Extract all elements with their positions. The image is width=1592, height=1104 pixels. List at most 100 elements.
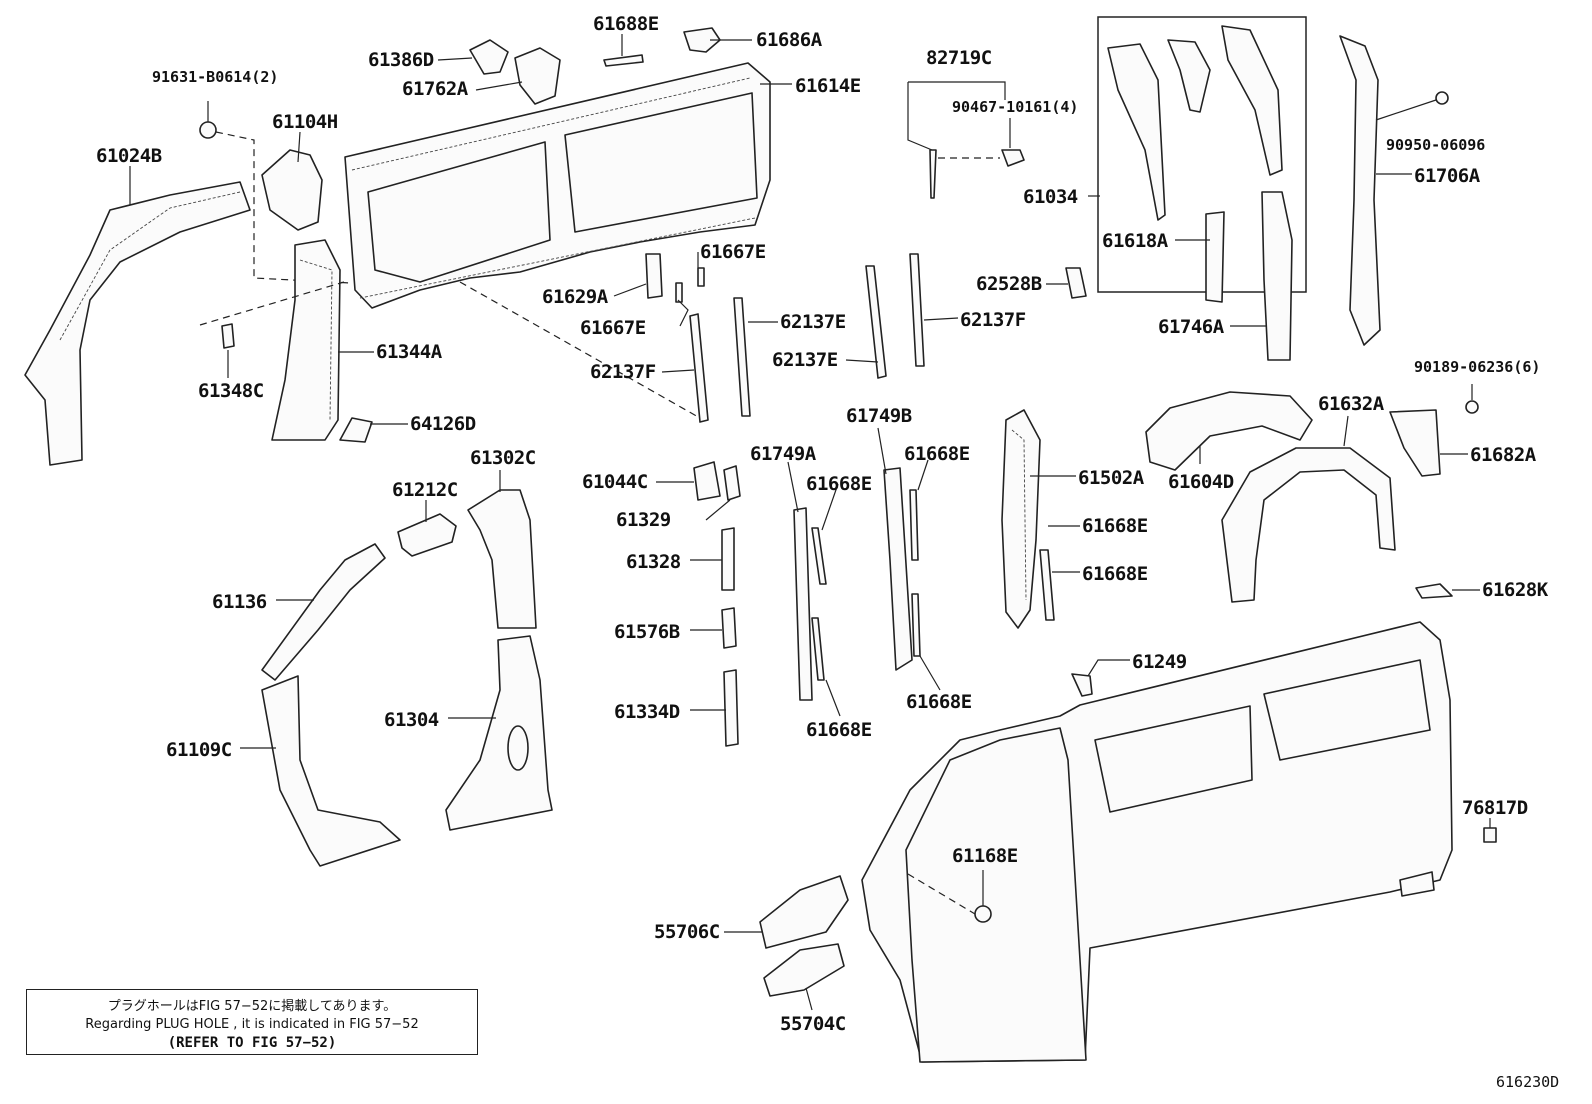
label-61668e-b: 61668E: [904, 443, 970, 465]
label-62137f-a: 62137F: [590, 361, 656, 383]
label-61668e-a: 61668E: [806, 473, 872, 495]
label-90467: 90467-10161(4): [952, 98, 1078, 116]
label-61386d: 61386D: [368, 49, 434, 71]
label-61344a: 61344A: [376, 341, 443, 363]
strip-62137e-b: [865, 265, 887, 379]
wheelhouse-61632a: [1221, 447, 1396, 603]
strip-61749a: [793, 507, 813, 701]
panel-61614e: [344, 62, 771, 309]
note-line-english: Regarding PLUG HOLE , it is indicated in…: [85, 1017, 419, 1032]
label-61628k: 61628K: [1482, 579, 1549, 601]
cap-76817d: [1483, 827, 1497, 843]
rail-61706a: [1339, 35, 1381, 346]
label-61576b: 61576B: [614, 621, 680, 643]
label-61034: 61034: [1023, 186, 1078, 208]
bracket-61682a: [1389, 409, 1441, 477]
strip-62137e-a: [733, 297, 751, 417]
label-61706a: 61706A: [1414, 165, 1481, 187]
fastener-82719c: [907, 81, 1025, 199]
pillar-61024b: [24, 181, 251, 466]
label-61618a: 61618A: [1102, 230, 1169, 252]
label-90189: 90189-06236(6): [1414, 358, 1540, 376]
pillar-61302c: [467, 489, 537, 629]
strip-61749b: [883, 467, 913, 671]
label-61104h: 61104H: [272, 111, 338, 133]
pillar-61344a: [271, 239, 341, 441]
label-61749a: 61749A: [750, 443, 817, 465]
label-62528b: 62528B: [976, 273, 1042, 295]
label-61329: 61329: [616, 509, 671, 531]
bracket-55706c: [759, 875, 849, 949]
dashed-guide-b: [199, 281, 345, 326]
dashed-guide-c: [459, 281, 701, 419]
strip-62137f-b: [909, 253, 925, 367]
label-61668e-c: 61668E: [1082, 515, 1148, 537]
bracket-61686a: [683, 27, 721, 53]
bracket-61329: [723, 465, 741, 501]
bracket-61629a: [645, 253, 663, 299]
bracket-55704c: [763, 943, 845, 997]
plate-61576b: [721, 607, 737, 649]
bolt-91631: [199, 101, 217, 139]
group-61034: [1097, 16, 1307, 361]
pillar-61109c: [261, 675, 401, 867]
label-61762a: 61762A: [402, 78, 469, 100]
note-line-japanese: プラグホールはFIG 57−52に掲載してあります。: [107, 999, 397, 1014]
label-62137e-a: 62137E: [780, 311, 846, 333]
plug-hole-note: プラグホールはFIG 57−52に掲載してあります。 Regarding PLU…: [26, 989, 478, 1055]
figure-code: 616230D: [1496, 1073, 1560, 1091]
label-61328: 61328: [626, 551, 681, 573]
label-64126d: 64126D: [410, 413, 476, 435]
bracket-62528b: [1065, 267, 1087, 299]
pillar-61304: [445, 635, 553, 831]
strip-61668e-group: [811, 489, 1055, 681]
plug-90950: [1435, 91, 1449, 105]
label-61044c: 61044C: [582, 471, 648, 493]
label-55704c: 55704C: [780, 1013, 846, 1035]
pillar-61502a: [1001, 409, 1041, 629]
label-61668e-e: 61668E: [806, 719, 872, 741]
label-61136: 61136: [212, 591, 267, 613]
label-61746a: 61746A: [1158, 316, 1225, 338]
clip-61688e: [603, 54, 644, 67]
body-side-outer: [861, 621, 1453, 1063]
label-61668e-f: 61668E: [906, 691, 972, 713]
label-76817d: 76817D: [1462, 797, 1528, 819]
label-61304: 61304: [384, 709, 439, 731]
label-61334d: 61334D: [614, 701, 680, 723]
label-61686a: 61686A: [756, 29, 823, 51]
pillar-61136: [261, 543, 386, 681]
label-61667e-a: 61667E: [700, 241, 766, 263]
label-61682a: 61682A: [1470, 444, 1537, 466]
bolt-90189: [1465, 400, 1479, 414]
label-61168e: 61168E: [952, 845, 1018, 867]
label-61109c: 61109C: [166, 739, 232, 761]
bracket-64126d: [339, 417, 373, 443]
bracket-61104h: [261, 149, 323, 231]
label-61024b: 61024B: [96, 145, 162, 167]
label-62137e-b: 62137E: [772, 349, 838, 371]
label-91631: 91631-B0614(2): [152, 68, 278, 86]
plate-61328: [721, 527, 735, 591]
bracket-61386d: [469, 39, 509, 75]
bracket-61212c: [397, 513, 457, 557]
strip-62137f-a: [689, 313, 709, 423]
clip-61348c: [221, 323, 235, 349]
label-61632a: 61632A: [1318, 393, 1385, 415]
bracket-61044c: [693, 461, 721, 501]
strip-61667e-b: [675, 282, 683, 303]
label-61302c: 61302C: [470, 447, 536, 469]
label-55706c: 55706C: [654, 921, 720, 943]
label-61212c: 61212C: [392, 479, 458, 501]
label-90950: 90950-06096: [1386, 136, 1485, 154]
clip-61249: [1071, 673, 1093, 697]
strip-61667e-a: [697, 267, 705, 287]
label-61668e-d: 61668E: [1082, 563, 1148, 585]
part-labels: 61688E 61686A 61386D 61762A 61614E 91631…: [96, 13, 1549, 1035]
plate-61334d: [723, 669, 739, 747]
label-62137f-b: 62137F: [960, 309, 1026, 331]
wheelhouse-61604d: [1145, 391, 1313, 471]
label-61614e: 61614E: [795, 75, 861, 97]
